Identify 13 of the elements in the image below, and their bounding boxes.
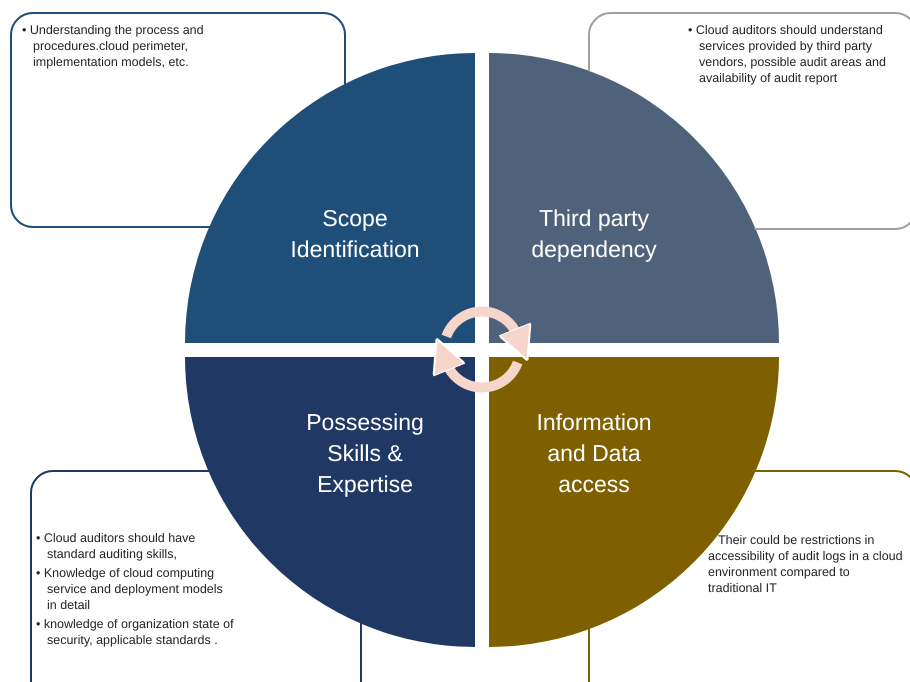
- callout-text: Their could be restrictions in accessibility of audit logs in a cloud environment compared to traditional IT: [708, 532, 903, 596]
- quadrant-title: Scope Identification: [289, 204, 421, 264]
- bullet-text: • knowledge of organization state of security, applicable standards .: [36, 616, 234, 648]
- bullet-text: • Understanding the process and procedures.cloud perimeter, implementation models, etc.: [22, 22, 205, 70]
- quadrant-title: Third party dependency: [530, 204, 658, 264]
- bullet-text: • Knowledge of cloud computing service and deployment models in detail: [36, 565, 224, 613]
- curved-arrow: [433, 338, 522, 392]
- callout-box: [588, 12, 910, 230]
- quadrant-title: Information and Data access: [535, 408, 653, 498]
- curved-arrow: [442, 306, 531, 361]
- quadrant-title: Possessing Skills & Expertise: [305, 408, 425, 499]
- bullet-text: • Cloud auditors should have standard auditing skills,: [36, 530, 196, 562]
- bullet-text: • Cloud auditors should understand services provided by third party vendors, possible audit areas and availability of audit report: [688, 22, 887, 86]
